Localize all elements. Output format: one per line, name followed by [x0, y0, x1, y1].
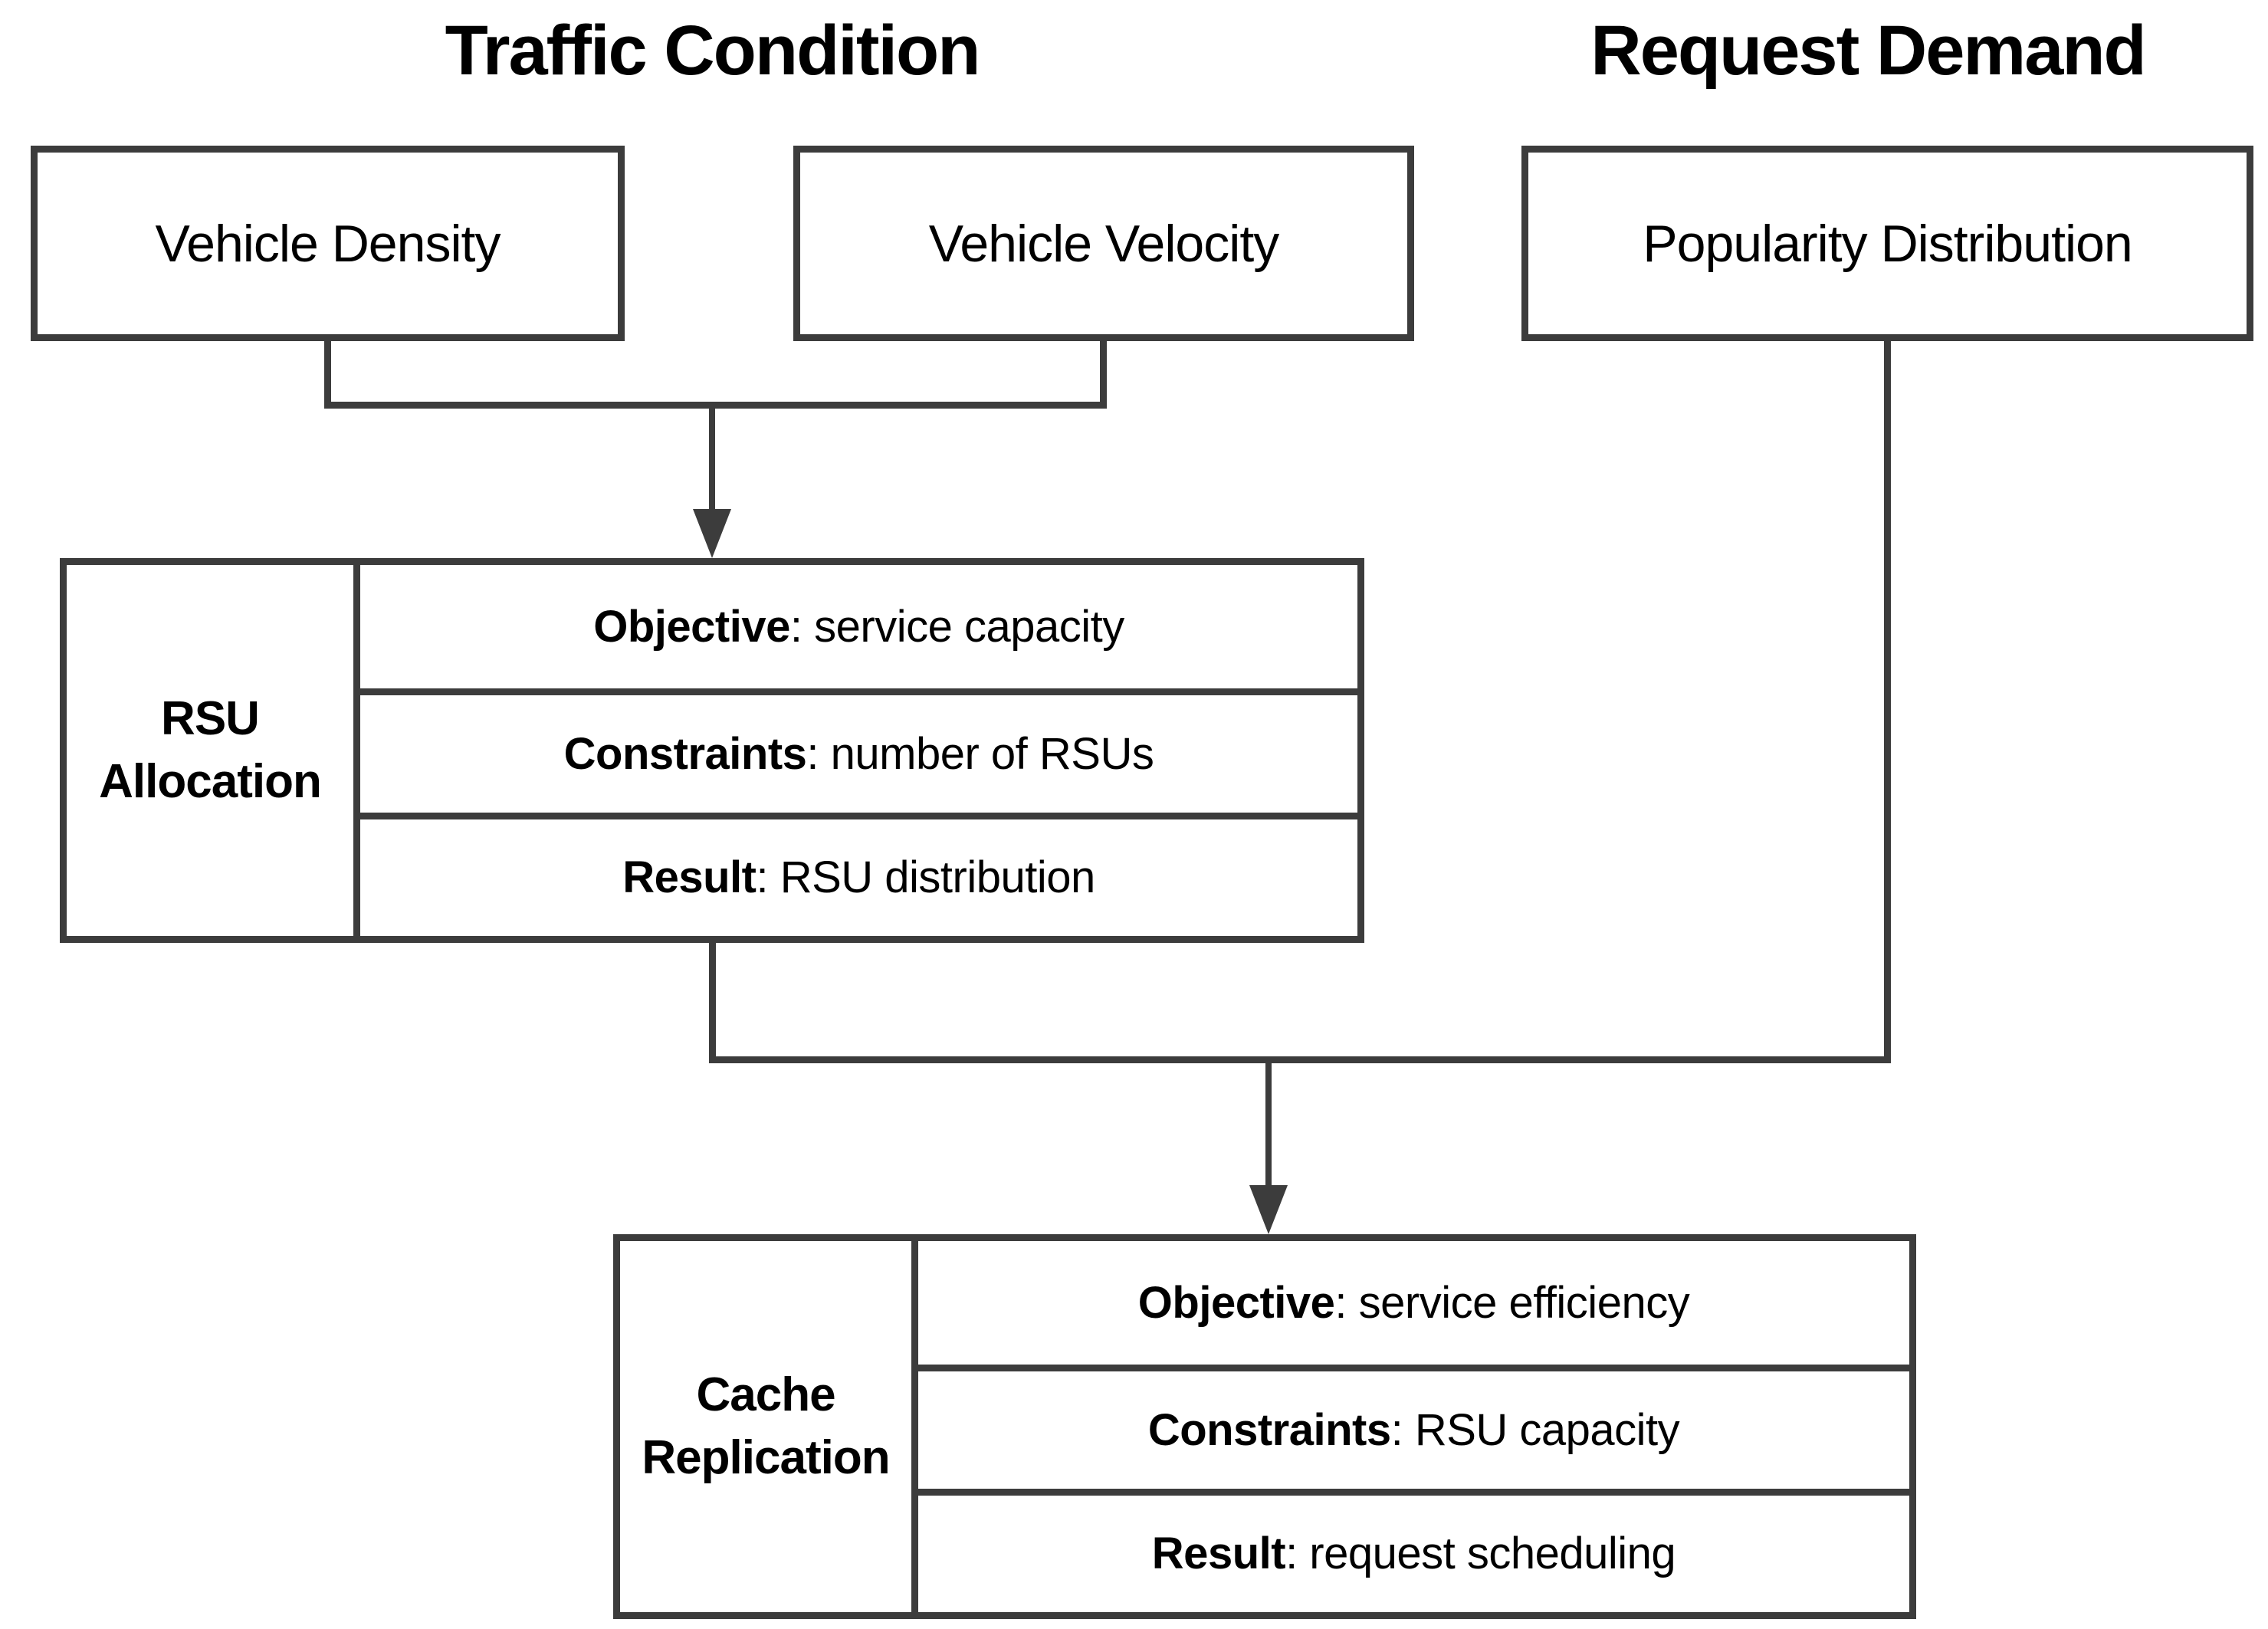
connector-vehicle-velocity-stub [1100, 341, 1107, 409]
rsu-row-result: Result: RSU distribution [360, 812, 1357, 936]
heading-traffic-condition: Traffic Condition [445, 11, 981, 90]
cache-row-constraints-key: Constraints [1147, 1404, 1391, 1455]
cache-row-result-key: Result [1151, 1529, 1286, 1579]
cache-row-objective-value: : service efficiency [1334, 1278, 1690, 1328]
rsu-row-objective-key: Objective [593, 602, 790, 652]
rsu-allocation-label-line2: Allocation [99, 754, 322, 808]
connector-traffic-merge-line [324, 402, 1107, 409]
cache-replication-label-line2: Replication [642, 1430, 890, 1484]
rsu-allocation-label: RSU Allocation [67, 565, 360, 936]
box-popularity-distribution-label: Popularity Distribution [1643, 214, 2132, 273]
connector-vehicle-density-stub [324, 341, 331, 409]
connector-second-merge-line [709, 1056, 1891, 1063]
arrow-down-2-icon [1249, 1185, 1288, 1234]
arrow-down-1-icon [693, 509, 731, 558]
rsu-row-constraints: Constraints: number of RSUs [360, 688, 1357, 812]
box-vehicle-density: Vehicle Density [31, 146, 625, 341]
connector-rsu-stub [709, 943, 716, 1063]
cache-row-result-value: : request scheduling [1285, 1529, 1676, 1579]
rsu-row-constraints-value: : number of RSUs [806, 728, 1154, 779]
cache-replication-table: Cache Replication Objective: service eff… [613, 1234, 1916, 1619]
rsu-allocation-table: RSU Allocation Objective: service capaci… [60, 558, 1364, 943]
rsu-row-result-value: : RSU distribution [756, 852, 1095, 903]
box-vehicle-density-label: Vehicle Density [155, 214, 501, 273]
cache-row-objective: Objective: service efficiency [918, 1241, 1909, 1365]
box-popularity-distribution: Popularity Distribution [1521, 146, 2253, 341]
box-vehicle-velocity-label: Vehicle Velocity [928, 214, 1280, 273]
cache-row-objective-key: Objective [1137, 1278, 1335, 1328]
rsu-allocation-label-line1: RSU [161, 692, 260, 746]
rsu-row-objective-value: : service capacity [789, 602, 1124, 652]
cache-row-constraints-value: : RSU capacity [1390, 1404, 1680, 1455]
cache-replication-label: Cache Replication [620, 1241, 918, 1612]
connector-arrow1-shaft [709, 402, 715, 513]
box-vehicle-velocity: Vehicle Velocity [793, 146, 1414, 341]
connector-arrow2-shaft [1265, 1056, 1272, 1187]
rsu-row-result-key: Result [622, 852, 757, 903]
cache-row-result: Result: request scheduling [918, 1488, 1909, 1612]
rsu-row-constraints-key: Constraints [563, 728, 807, 779]
cache-replication-label-line1: Cache [696, 1368, 835, 1422]
heading-request-demand: Request Demand [1590, 11, 2147, 90]
cache-row-constraints: Constraints: RSU capacity [918, 1365, 1909, 1488]
rsu-row-objective: Objective: service capacity [360, 565, 1357, 688]
connector-popularity-drop [1884, 341, 1891, 1063]
